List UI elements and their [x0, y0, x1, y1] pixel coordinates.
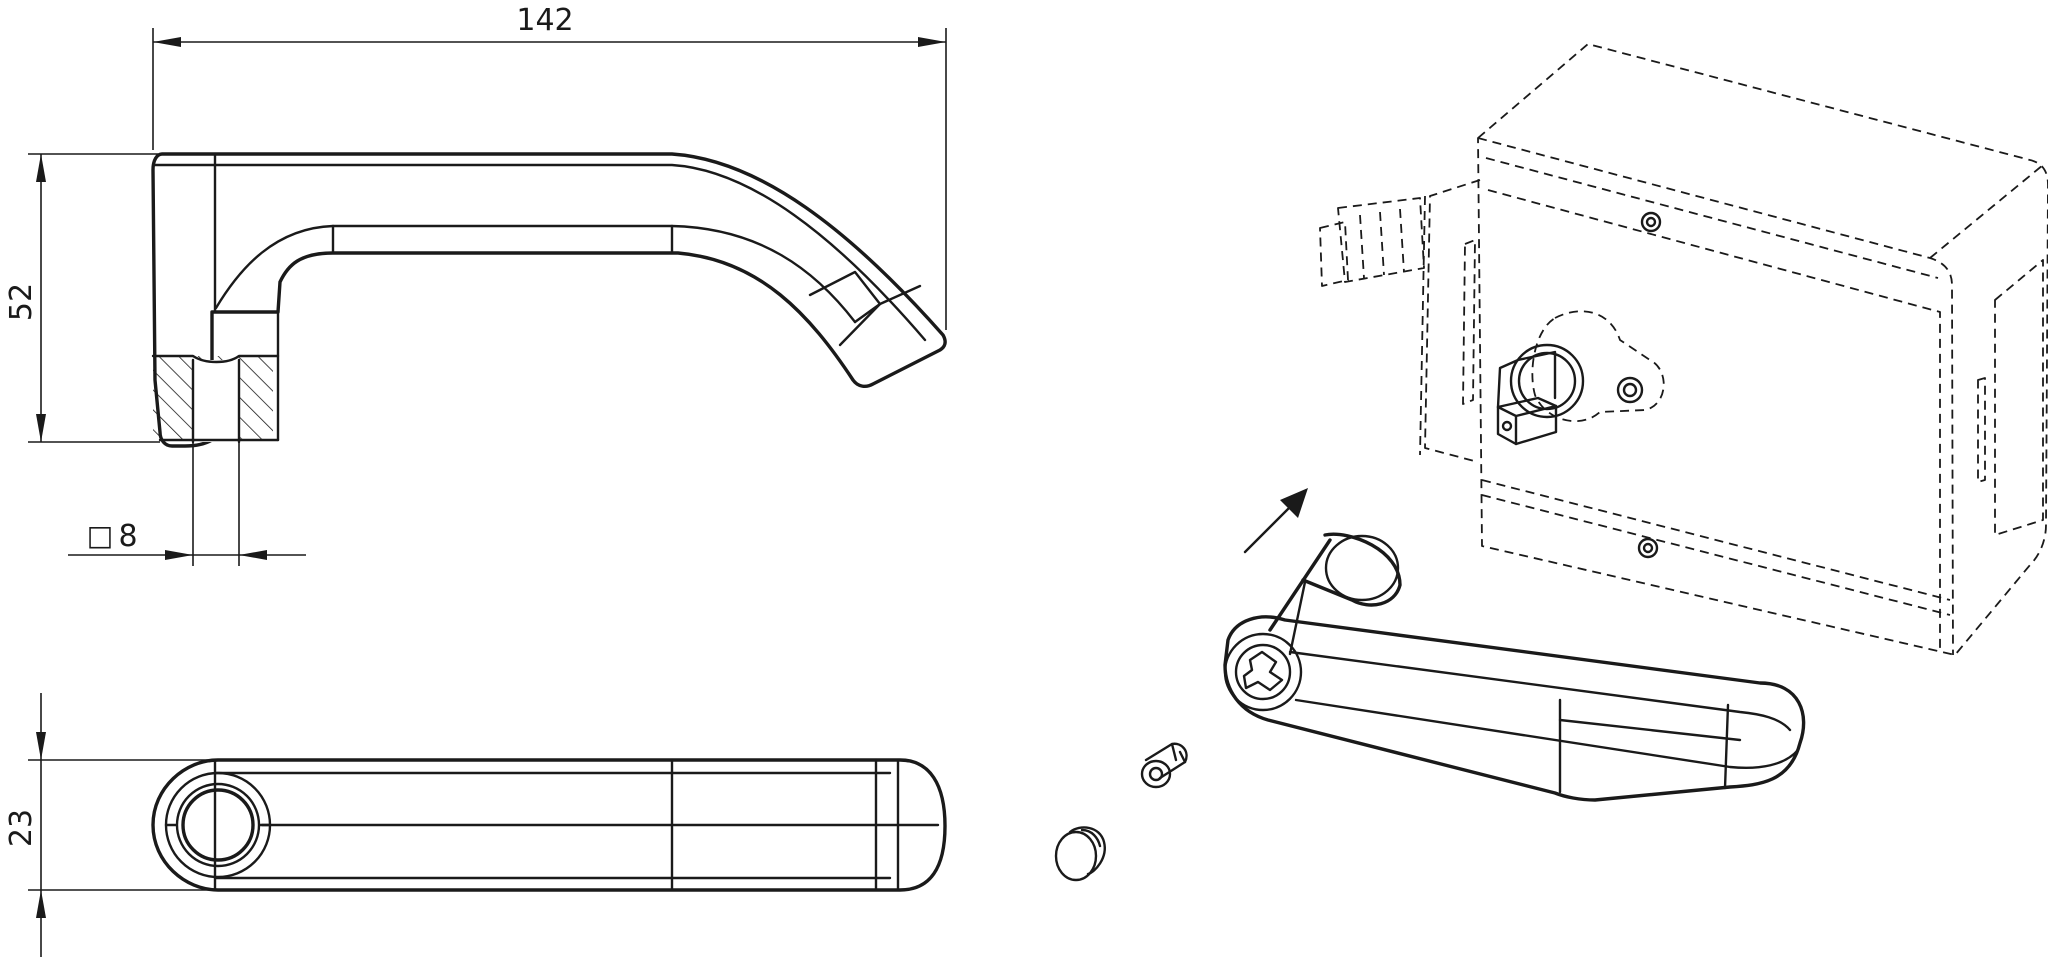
- isometric-assembly-view: [1054, 43, 2048, 882]
- spindle-square-symbol: □: [87, 519, 113, 552]
- dimension-label-height: 52: [4, 283, 39, 321]
- lock-body: [1319, 43, 2048, 656]
- cover-cap: [1054, 826, 1106, 882]
- lever-handle: [1223, 532, 1806, 802]
- dimension-spindle: □ 8: [68, 442, 306, 566]
- spindle-hole: [181, 788, 255, 862]
- front-elevation-view: [151, 152, 947, 448]
- assembly-direction-arrow: [1243, 488, 1308, 554]
- lever-outline: [151, 152, 947, 448]
- lever-plan-outline: [151, 758, 947, 892]
- top-plan-view: [151, 758, 947, 892]
- dimension-label-length: 142: [516, 3, 573, 38]
- dimension-label-spindle: 8: [118, 519, 137, 554]
- dimension-label-width: 23: [4, 809, 39, 847]
- dimension-height: 52: [4, 153, 160, 443]
- dimension-overall-length: 142: [152, 3, 947, 330]
- dimension-width: 23: [4, 693, 218, 957]
- grub-screw: [1140, 742, 1188, 789]
